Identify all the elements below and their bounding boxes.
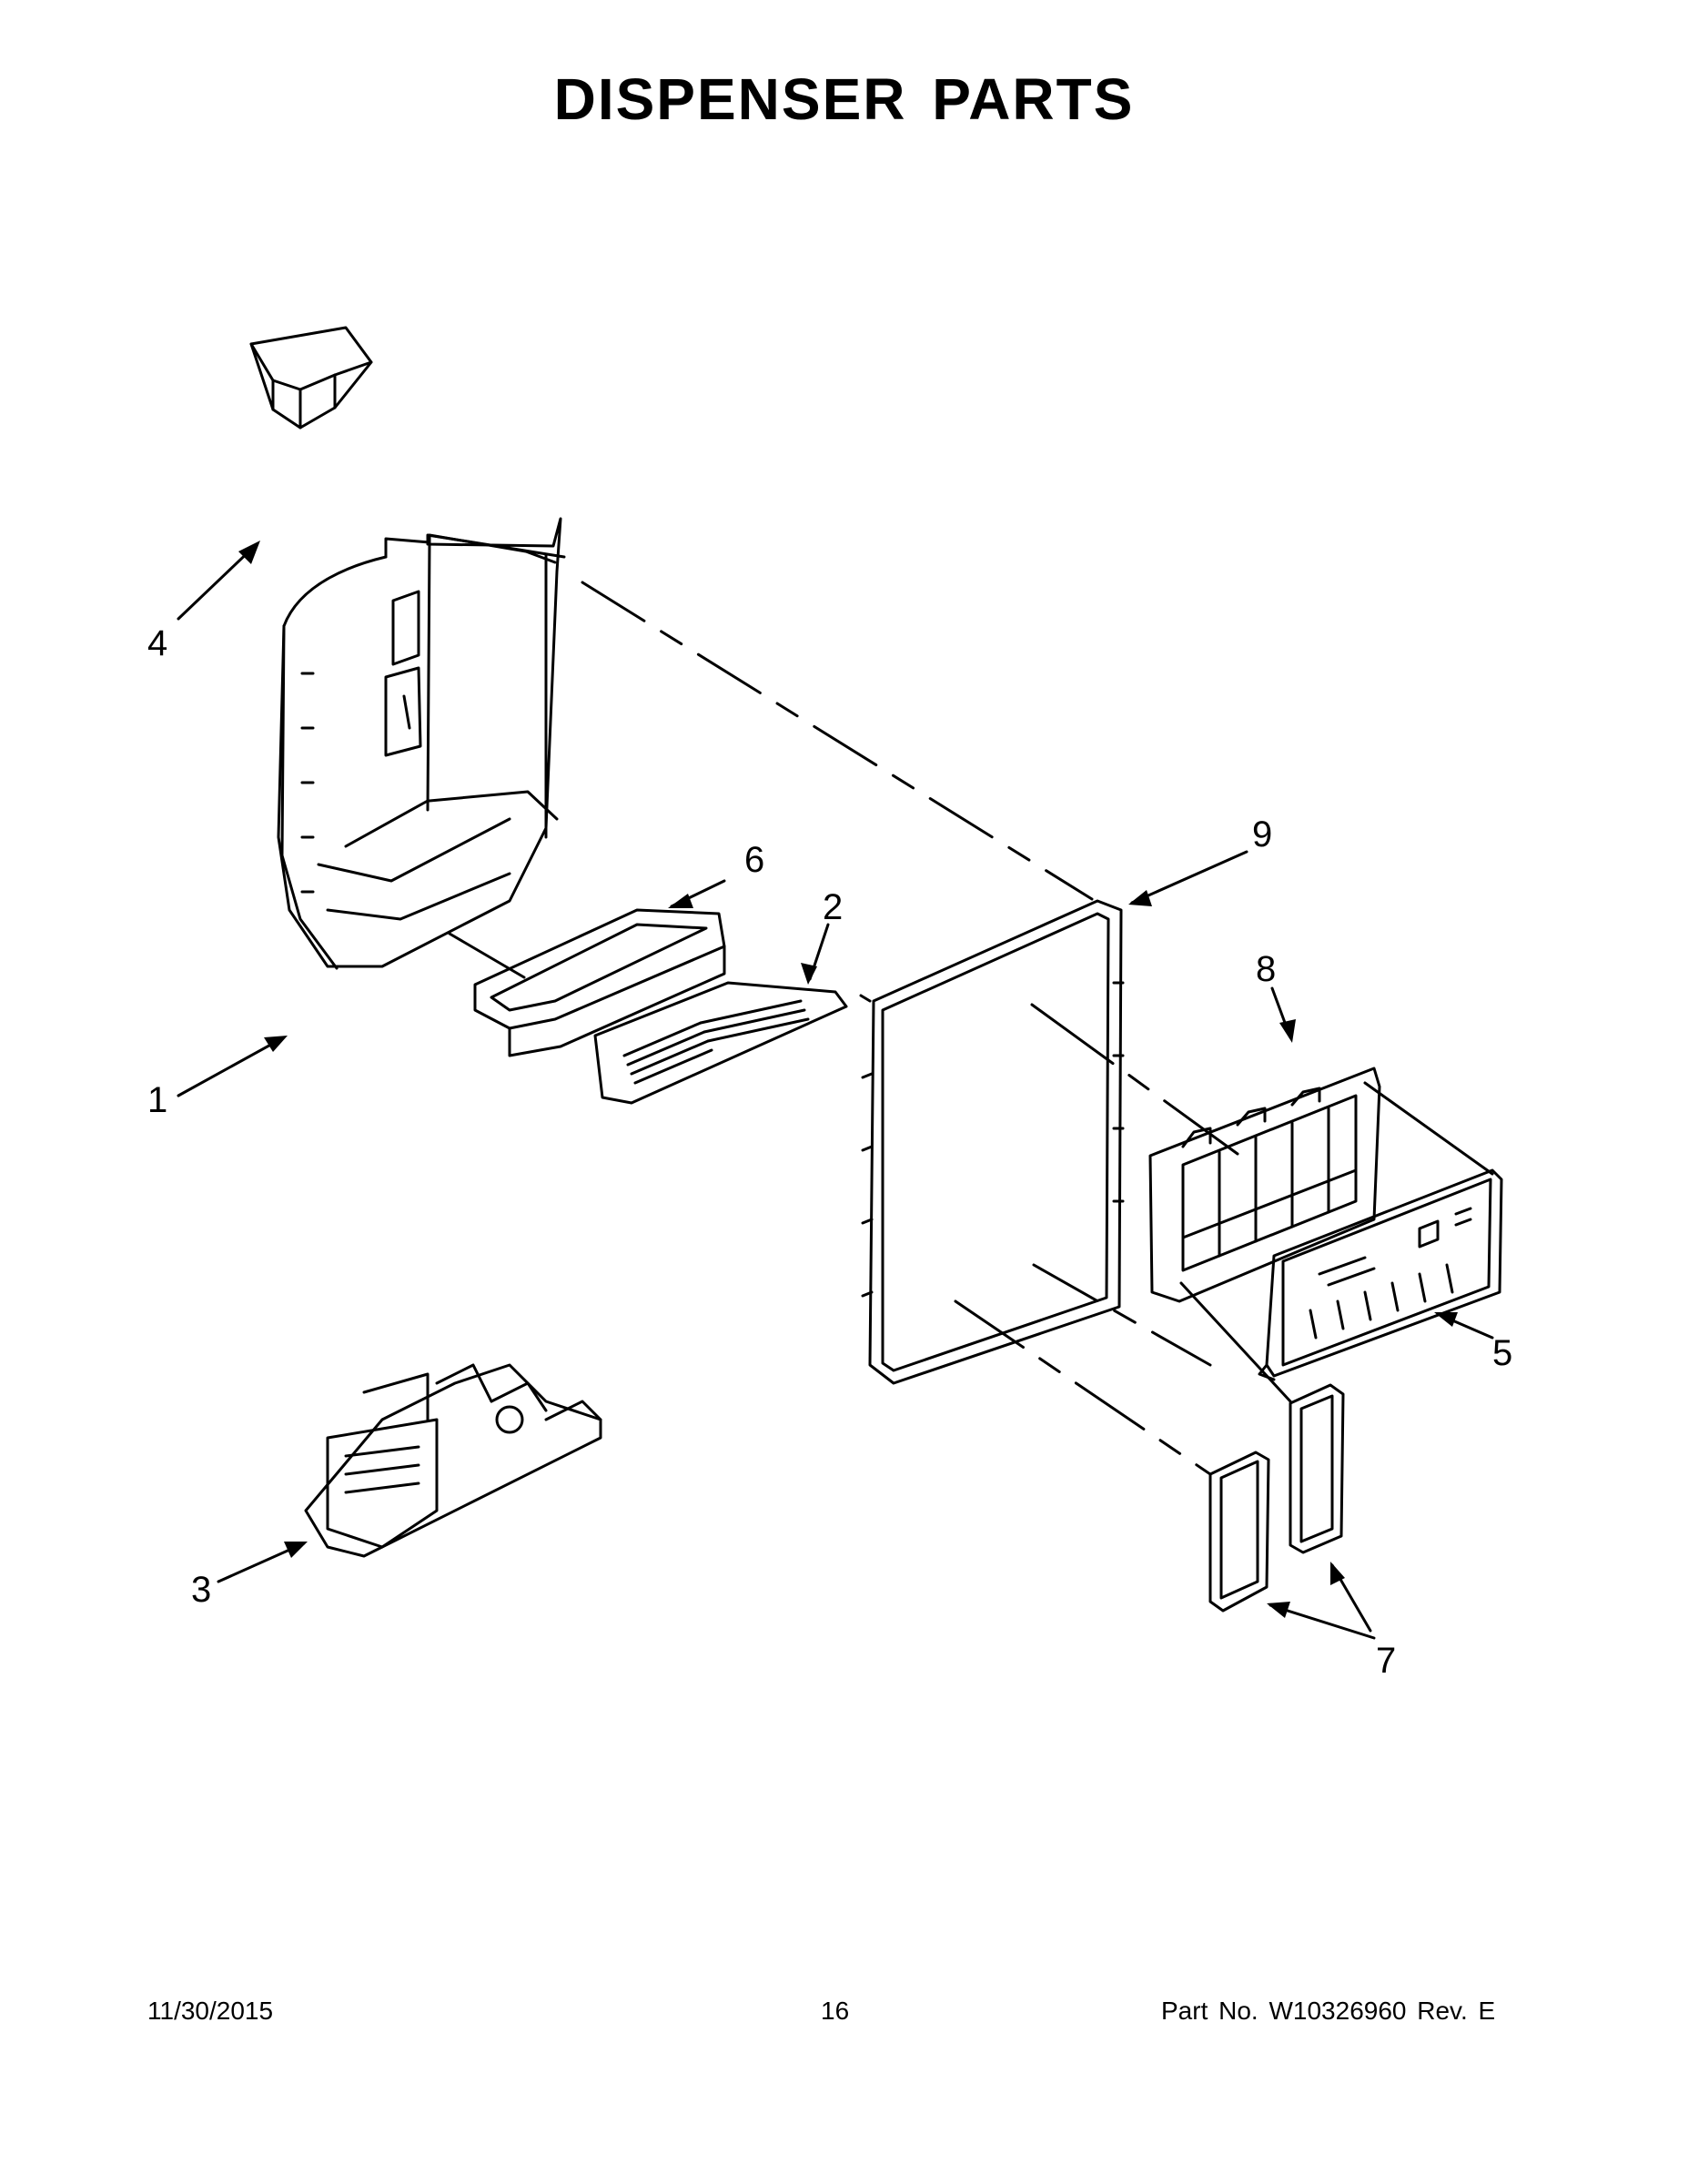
callout-3: 3 [191, 1570, 211, 1610]
part-1-housing [277, 517, 566, 970]
part-5-panel [1258, 1168, 1503, 1381]
part-2-grille [593, 981, 848, 1105]
page-title: DISPENSER PARTS [553, 66, 1135, 132]
assembly-guide-lines [448, 581, 1494, 1476]
footer-page-number: 16 [821, 1997, 850, 2025]
callout-9: 9 [1252, 814, 1272, 854]
callout-1: 1 [147, 1080, 167, 1120]
part-7-paddle-right [1289, 1383, 1345, 1554]
arrow-heads [238, 541, 1458, 1618]
callout-8: 8 [1256, 949, 1276, 989]
part-4-bin [249, 326, 373, 430]
part-8-bracket [1148, 1067, 1381, 1303]
part-6-tray [473, 908, 726, 1057]
footer-date: 11/30/2015 [147, 1997, 274, 2025]
part-7-paddle-left [1208, 1451, 1270, 1613]
footer-part-number: Part No. W10326960 Rev. E [1161, 1997, 1496, 2025]
callout-6: 6 [744, 840, 764, 880]
callout-4: 4 [147, 623, 167, 663]
part-9-frame [859, 899, 1125, 1385]
callout-2: 2 [823, 887, 843, 927]
callout-5: 5 [1492, 1333, 1512, 1373]
leader-lines [177, 542, 1494, 1640]
callout-7: 7 [1376, 1641, 1396, 1681]
callout-labels: 1 2 3 4 5 6 7 8 9 [147, 623, 1512, 1681]
part-3-motor-assembly [304, 1363, 602, 1558]
